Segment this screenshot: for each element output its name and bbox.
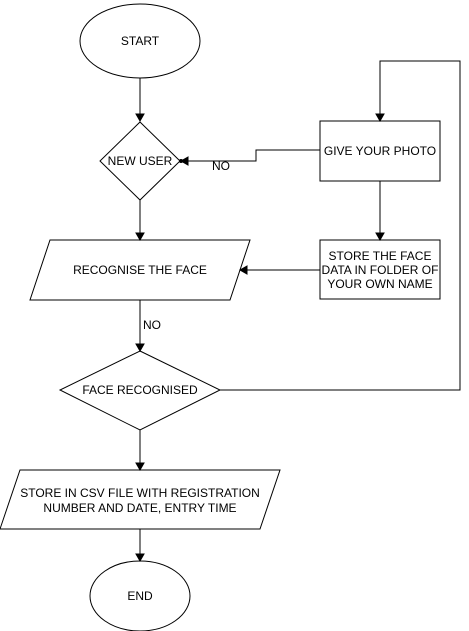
- arrowhead-new-user-side: [179, 156, 189, 166]
- face-recognised-label: FACE RECOGNISED: [82, 383, 198, 397]
- edge-give-photo-to-new-user: [187, 149, 320, 162]
- recognise-face-io: [29, 239, 251, 301]
- arrowhead-face-recognised: [135, 343, 145, 353]
- store-csv-label-line1: STORE IN CSV FILE WITH REGISTRATION: [20, 486, 260, 500]
- arrowhead-recognise-side: [238, 265, 248, 275]
- start-label: START: [121, 34, 160, 48]
- give-photo-label: GIVE YOUR PHOTO: [324, 144, 436, 158]
- store-face-label-line3: YOUR OWN NAME: [327, 277, 432, 291]
- arrowhead-recognise: [135, 232, 145, 242]
- arrowhead-new-user: [135, 113, 145, 123]
- store-csv-label-line2: NUMBER AND DATE, ENTRY TIME: [43, 501, 236, 515]
- arrowhead-give-photo: [375, 113, 385, 123]
- store-csv-io: [0, 469, 281, 530]
- new-user-label: NEW USER: [108, 154, 173, 168]
- arrowhead-store-face: [375, 232, 385, 242]
- end-label: END: [127, 589, 153, 603]
- arrowhead-end: [135, 553, 145, 563]
- edge-label-no-2: NO: [143, 318, 161, 332]
- edge-dot: [179, 159, 183, 163]
- store-face-label-line1: STORE THE FACE: [329, 249, 432, 263]
- store-face-label-line2: DATA IN FOLDER OF: [322, 263, 439, 277]
- arrowhead-csv: [135, 462, 145, 472]
- give-photo-process: [319, 120, 441, 182]
- edge-label-no-1: NO: [212, 159, 230, 173]
- edge-face-recognised-loop: [220, 60, 461, 391]
- recognise-label: RECOGNISE THE FACE: [73, 263, 207, 277]
